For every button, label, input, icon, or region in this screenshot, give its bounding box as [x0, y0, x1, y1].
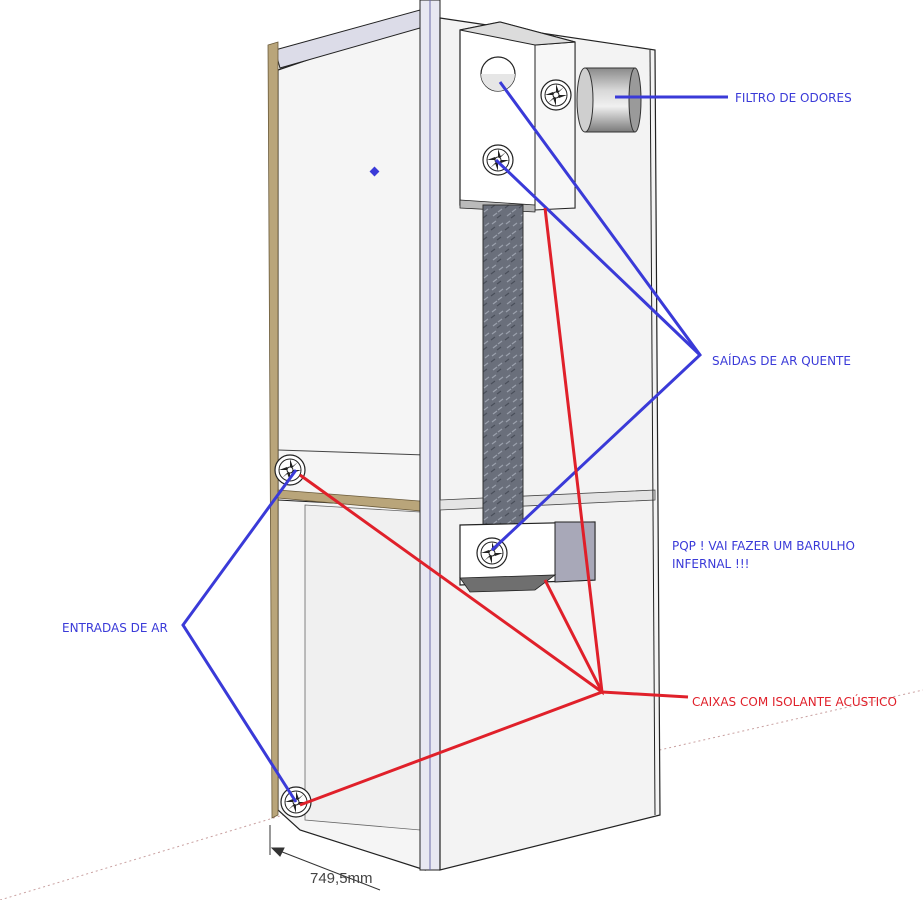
left-side-panel: [274, 9, 426, 871]
noise-comment-line1: PQP ! VAI FAZER UM BARULHO: [672, 539, 855, 553]
fan-icon: [540, 79, 572, 111]
acoustic-boxes-label: CAIXAS COM ISOLANTE ACÚSTICO: [692, 695, 897, 709]
hot-air-outlets-label: SAÍDAS DE AR QUENTE: [712, 354, 851, 368]
lower-acoustic-box: [459, 521, 596, 593]
dimension-text: 749,5mm: [310, 870, 373, 887]
fan-icon: [476, 537, 508, 569]
noise-comment-line2: INFERNAL !!!: [672, 557, 750, 571]
blue-annotation-lines: [181, 81, 728, 803]
dimension-line: [269, 825, 381, 891]
air-inlets-label: ENTRADAS DE AR: [62, 621, 168, 635]
odor-filter-label: FILTRO DE ODORES: [735, 91, 852, 105]
upper-acoustic-box: [459, 21, 576, 213]
wood-edge-strips: [267, 41, 433, 819]
duct: [482, 204, 524, 531]
marker-dot: [369, 166, 380, 177]
red-annotation-lines: [299, 207, 689, 807]
odor-filter-cylinder: [576, 67, 642, 133]
center-post: [419, 0, 441, 871]
